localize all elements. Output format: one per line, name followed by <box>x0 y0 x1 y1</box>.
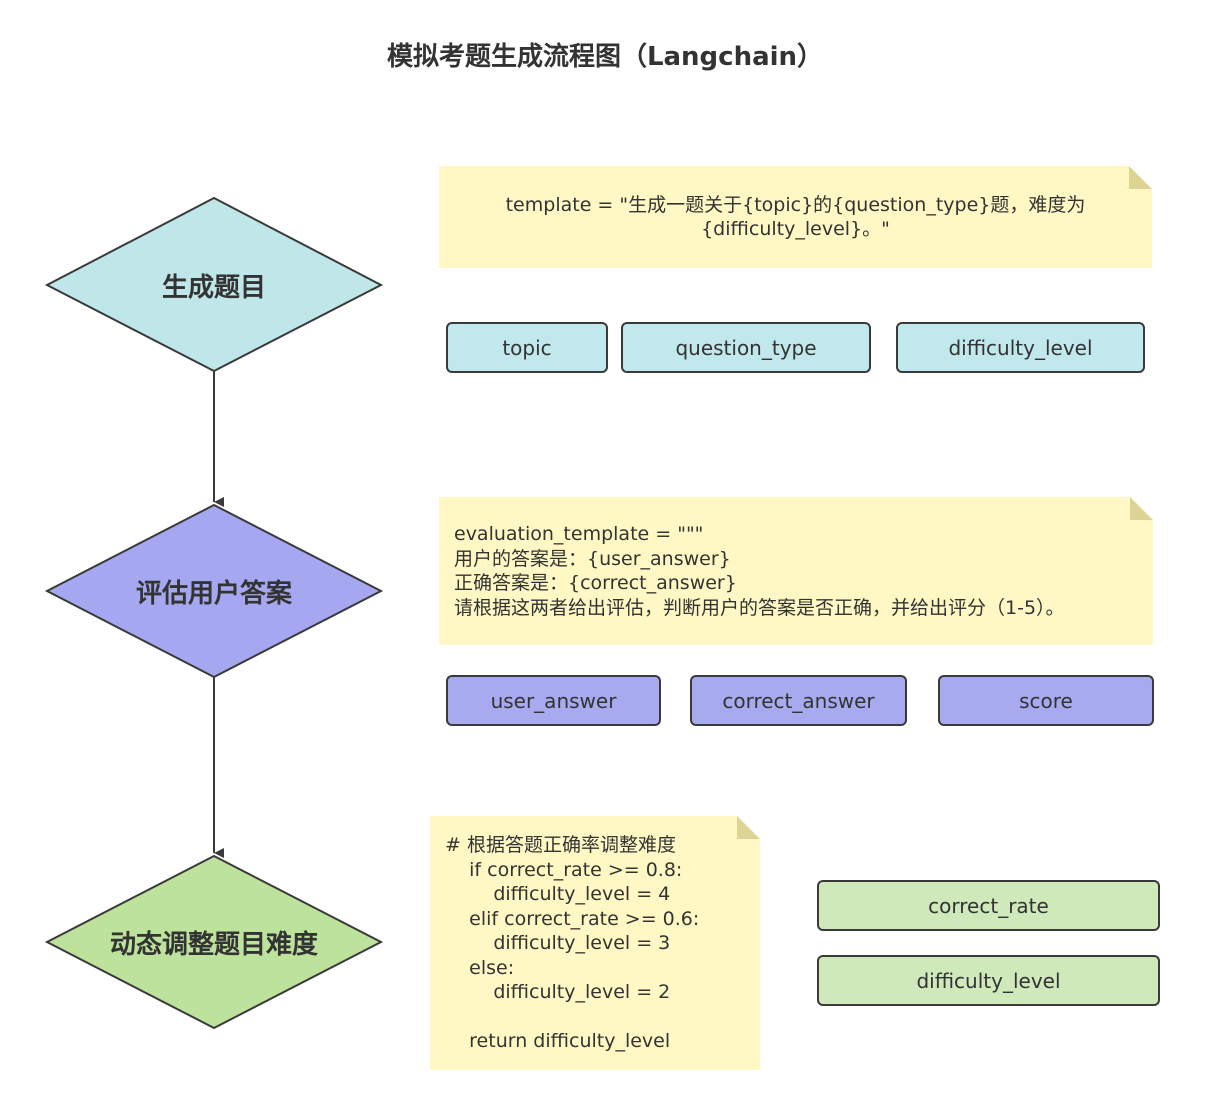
variable-tag-correct-rate[interactable]: correct_rate <box>817 880 1160 931</box>
note-adjust-code-shape <box>430 816 760 1070</box>
note-generate-template-shape <box>439 166 1152 268</box>
note-evaluation-template: evaluation_template = """ 用户的答案是：{user_a… <box>454 523 1065 619</box>
variable-tag-question-type[interactable]: question_type <box>621 322 871 373</box>
note-adjust-code: # 根据答题正确率调整难度 if correct_rate >= 0.8: di… <box>445 834 700 1052</box>
page-title: 模拟考题生成流程图（Langchain） <box>386 42 824 72</box>
variable-tag-difficulty-level-adjust[interactable]: difficulty_level <box>817 955 1160 1006</box>
step-diamond-evaluate[interactable] <box>44 503 384 679</box>
step-label-generate: 生成题目 <box>161 272 266 303</box>
variable-tag-difficulty-level[interactable]: difficulty_level <box>896 322 1145 373</box>
step-label-adjust: 动态调整题目难度 <box>109 929 318 960</box>
variable-tag-correct-answer[interactable]: correct_answer <box>690 675 907 726</box>
note-evaluation-template-shape <box>439 497 1153 645</box>
note-generate-template: template = "生成一题关于{topic}的{question_type… <box>505 193 1086 241</box>
step-diamond-generate[interactable] <box>44 196 384 373</box>
variable-tag-topic[interactable]: topic <box>446 322 608 373</box>
variable-tag-user-answer[interactable]: user_answer <box>446 675 661 726</box>
step-label-evaluate: 评估用户答案 <box>135 578 292 609</box>
step-diamond-adjust[interactable] <box>44 854 384 1030</box>
variable-tag-score[interactable]: score <box>938 675 1154 726</box>
